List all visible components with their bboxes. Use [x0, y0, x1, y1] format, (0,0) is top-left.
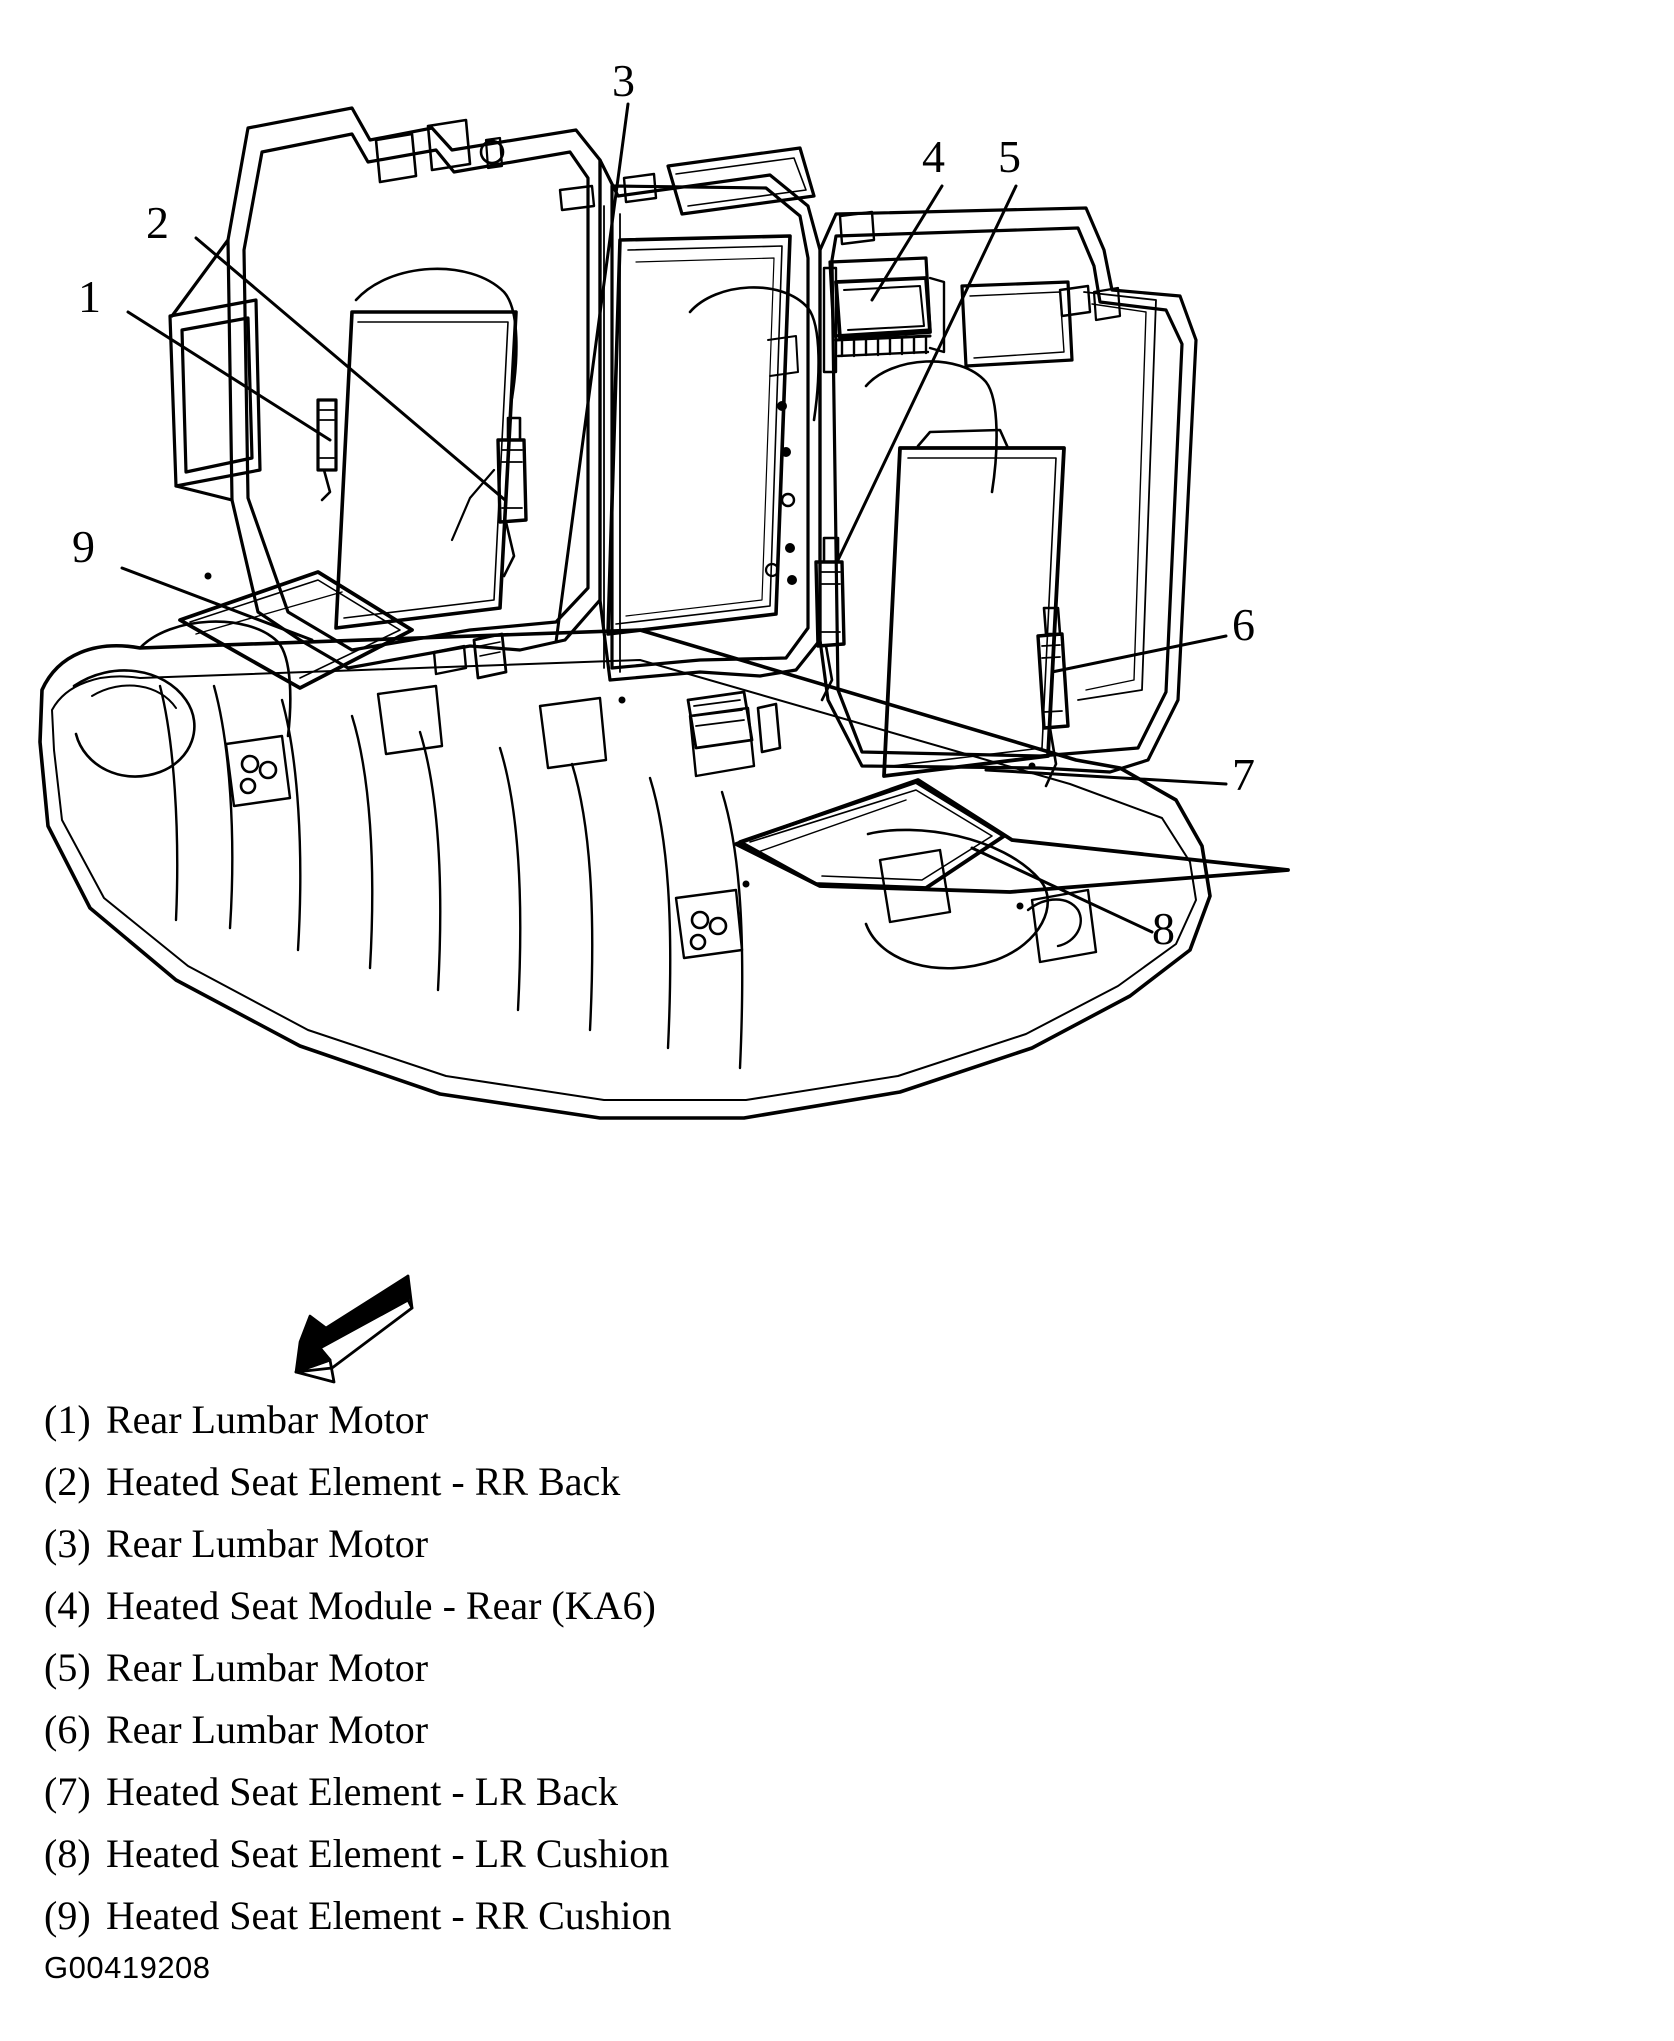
callout-number-6: 6 [1232, 599, 1255, 650]
seat-assembly-line-drawing [38, 102, 1290, 1384]
heated-seat-element-rr-back [334, 310, 518, 630]
legend-index-5: (5) [44, 1645, 91, 1690]
legend-item-5: (5) Rear Lumbar Motor [0, 1648, 1674, 1688]
legend-index-8: (8) [44, 1831, 91, 1876]
legend-item-7: (7) Heated Seat Element - LR Back [0, 1772, 1674, 1812]
legend-label-9: Heated Seat Element - RR Cushion [106, 1893, 672, 1938]
callout-number-3: 3 [612, 55, 635, 106]
heated-seat-element-lr-cushion [734, 778, 1290, 894]
callout-leader-lines [120, 102, 1228, 934]
heated-seat-element-rr-cushion [178, 570, 414, 690]
callout-number-9: 9 [72, 521, 95, 572]
rear-lumbar-motor-3 [450, 416, 528, 578]
vehicle-forward-arrow [294, 1274, 414, 1384]
legend-item-2: (2) Heated Seat Element - RR Back [0, 1462, 1674, 1502]
rr-seatback-frame [168, 106, 602, 670]
legend-label-3: Rear Lumbar Motor [106, 1521, 429, 1566]
callout-number-5: 5 [998, 131, 1021, 182]
legend-label-5: Rear Lumbar Motor [106, 1645, 429, 1690]
legend-item-8: (8) Heated Seat Element - LR Cushion [0, 1834, 1674, 1874]
rear-lumbar-motor-6 [1036, 606, 1070, 788]
heated-seat-module-rear [822, 266, 946, 374]
legend-label-1: Rear Lumbar Motor [106, 1397, 429, 1442]
legend-item-6: (6) Rear Lumbar Motor [0, 1710, 1674, 1750]
callout-number-7: 7 [1232, 749, 1255, 800]
figure-part-number: G00419208 [44, 1950, 211, 1985]
heated-seat-element-lr-cushion-shape [738, 780, 1006, 890]
rear-lumbar-motor-5 [814, 536, 846, 702]
center-post-holes [764, 335, 799, 585]
legend-index-2: (2) [44, 1459, 91, 1504]
callout-number-8: 8 [1152, 903, 1175, 954]
seatback-hinge-hardware [374, 118, 1122, 322]
legend-item-3: (3) Rear Lumbar Motor [0, 1524, 1674, 1564]
legend-item-4: (4) Heated Seat Module - Rear (KA6) [0, 1586, 1674, 1626]
legend-index-3: (3) [44, 1521, 91, 1566]
latch-details [432, 632, 508, 680]
legend-index-7: (7) [44, 1769, 91, 1814]
callout-number-2: 2 [146, 197, 169, 248]
callout-number-4: 4 [922, 131, 945, 182]
callout-number-1: 1 [78, 271, 101, 322]
heated-seat-element-center-back [606, 234, 792, 636]
legend-label-8: Heated Seat Element - LR Cushion [106, 1831, 670, 1876]
seat-assembly-figure: 1 2 3 4 5 6 7 8 9 [38, 55, 1290, 1384]
legend-index-1: (1) [44, 1397, 91, 1442]
legend-label-4: Heated Seat Module - Rear (KA6) [106, 1583, 656, 1628]
legend-item-9: (9) Heated Seat Element - RR Cushion [0, 1896, 1674, 1936]
legend-index-9: (9) [44, 1893, 91, 1938]
component-legend: (1) Rear Lumbar Motor (2) Heated Seat Elem… [0, 1400, 1674, 1958]
legend-label-2: Heated Seat Element - RR Back [106, 1459, 621, 1504]
heated-seat-element-lr-back [882, 428, 1066, 778]
legend-label-6: Rear Lumbar Motor [106, 1707, 429, 1752]
legend-index-4: (4) [44, 1583, 91, 1628]
legend-item-1: (1) Rear Lumbar Motor [0, 1400, 1674, 1440]
upper-trim-panel [666, 146, 816, 216]
legend-label-7: Heated Seat Element - LR Back [106, 1769, 619, 1814]
rear-lumbar-motor-1 [316, 398, 338, 502]
center-seat-bracket [686, 690, 782, 754]
legend-index-6: (6) [44, 1707, 91, 1752]
seat-cushion-base [38, 572, 1212, 1120]
